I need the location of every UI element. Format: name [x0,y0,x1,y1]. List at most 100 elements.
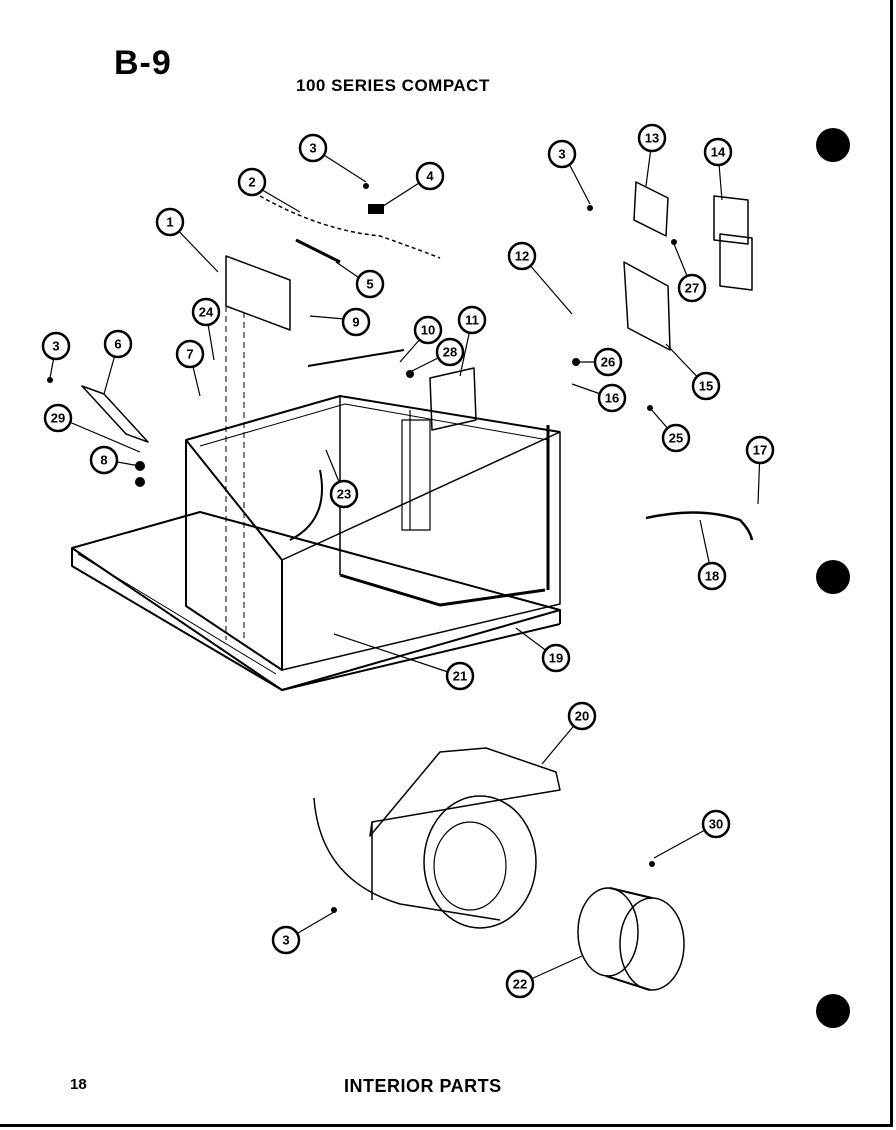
callout-8: 8 [89,445,119,475]
callout-circle [661,423,691,453]
callout-label: 3 [282,933,289,948]
base-pan [71,511,561,691]
callout-circle [697,561,727,591]
callout-27: 27 [677,273,707,303]
callout-10: 10 [413,315,443,345]
blower-housing [313,747,561,929]
callout-circle [298,133,328,163]
callout-21: 21 [445,661,475,691]
panel-1 [225,255,291,640]
callout-16: 16 [597,383,627,413]
callout-label: 21 [453,669,467,684]
callout-30: 30 [701,809,731,839]
callout-13: 13 [637,123,667,153]
callout-circle [593,347,623,377]
callout-label: 18 [705,569,719,584]
callout-15: 15 [691,371,721,401]
callout-circle [191,297,221,327]
callout-label: 27 [685,281,699,296]
callout-label: 3 [309,141,316,156]
callout-3-2: 3 [547,139,577,169]
callout-circle [547,139,577,169]
callout-circle [237,167,267,197]
callout-label: 22 [513,977,527,992]
callout-7: 7 [175,339,205,369]
callout-label: 6 [114,337,121,352]
callout-circle [701,809,731,839]
binder-hole-middle [816,560,850,594]
callout-23: 23 [329,479,359,509]
callout-circle [175,339,205,369]
callout-label: 28 [443,345,457,360]
blower-wheel [577,887,685,991]
callout-label: 20 [575,709,589,724]
callout-label: 24 [199,305,214,320]
callout-circle [567,701,597,731]
callout-label: 30 [709,817,723,832]
binder-hole-top [816,128,850,162]
callout-label: 3 [52,339,59,354]
callout-circle [341,307,371,337]
callout-circle [103,329,133,359]
callout-circle [677,273,707,303]
callout-label: 10 [421,323,435,338]
callout-label: 11 [465,313,479,328]
callout-3-3: 3 [41,331,71,361]
callout-22: 22 [505,969,535,999]
page-id: B-9 [114,44,172,82]
callout-24: 24 [191,297,221,327]
callout-label: 1 [166,215,173,230]
callout-circle [329,479,359,509]
callout-label: 14 [711,145,726,160]
callout-3-4: 3 [271,925,301,955]
series-title: 100 SERIES COMPACT [296,76,490,95]
callout-28: 28 [435,337,465,367]
callout-9: 9 [341,307,371,337]
callout-label: 15 [699,379,713,394]
callout-label: 23 [337,487,351,502]
callout-circle [637,123,667,153]
callout-circle [445,661,475,691]
callout-circle [457,305,487,335]
callout-5: 5 [355,269,385,299]
callout-label: 17 [753,443,767,458]
callout-label: 3 [558,147,565,162]
callout-circle [507,241,537,271]
fasteners [47,183,677,913]
callout-label: 29 [51,411,65,426]
callout-25: 25 [661,423,691,453]
callout-label: 2 [248,175,255,190]
callout-circle [271,925,301,955]
callout-circle [41,331,71,361]
callout-label: 9 [352,315,359,330]
callout-18: 18 [697,561,727,591]
callout-circle [155,207,185,237]
callout-label: 12 [515,249,529,264]
callout-12: 12 [507,241,537,271]
callout-label: 26 [601,355,615,370]
callout-circle [413,315,443,345]
callout-label: 4 [426,169,434,184]
callout-label: 19 [549,651,563,666]
callout-circle [541,643,571,673]
page-number: 18 [70,1076,87,1093]
callout-6: 6 [103,329,133,359]
callout-26: 26 [593,347,623,377]
callout-circle [505,969,535,999]
callout-11: 11 [457,305,487,335]
callout-17: 17 [745,435,775,465]
callout-circle [597,383,627,413]
cabinet [185,395,561,671]
callout-circle [43,403,73,433]
callout-19: 19 [541,643,571,673]
callout-2: 2 [237,167,267,197]
callout-circle [415,161,445,191]
callout-circle [355,269,385,299]
callout-circle [703,137,733,167]
callout-1: 1 [155,207,185,237]
callout-label: 7 [186,347,193,362]
callout-circle [745,435,775,465]
